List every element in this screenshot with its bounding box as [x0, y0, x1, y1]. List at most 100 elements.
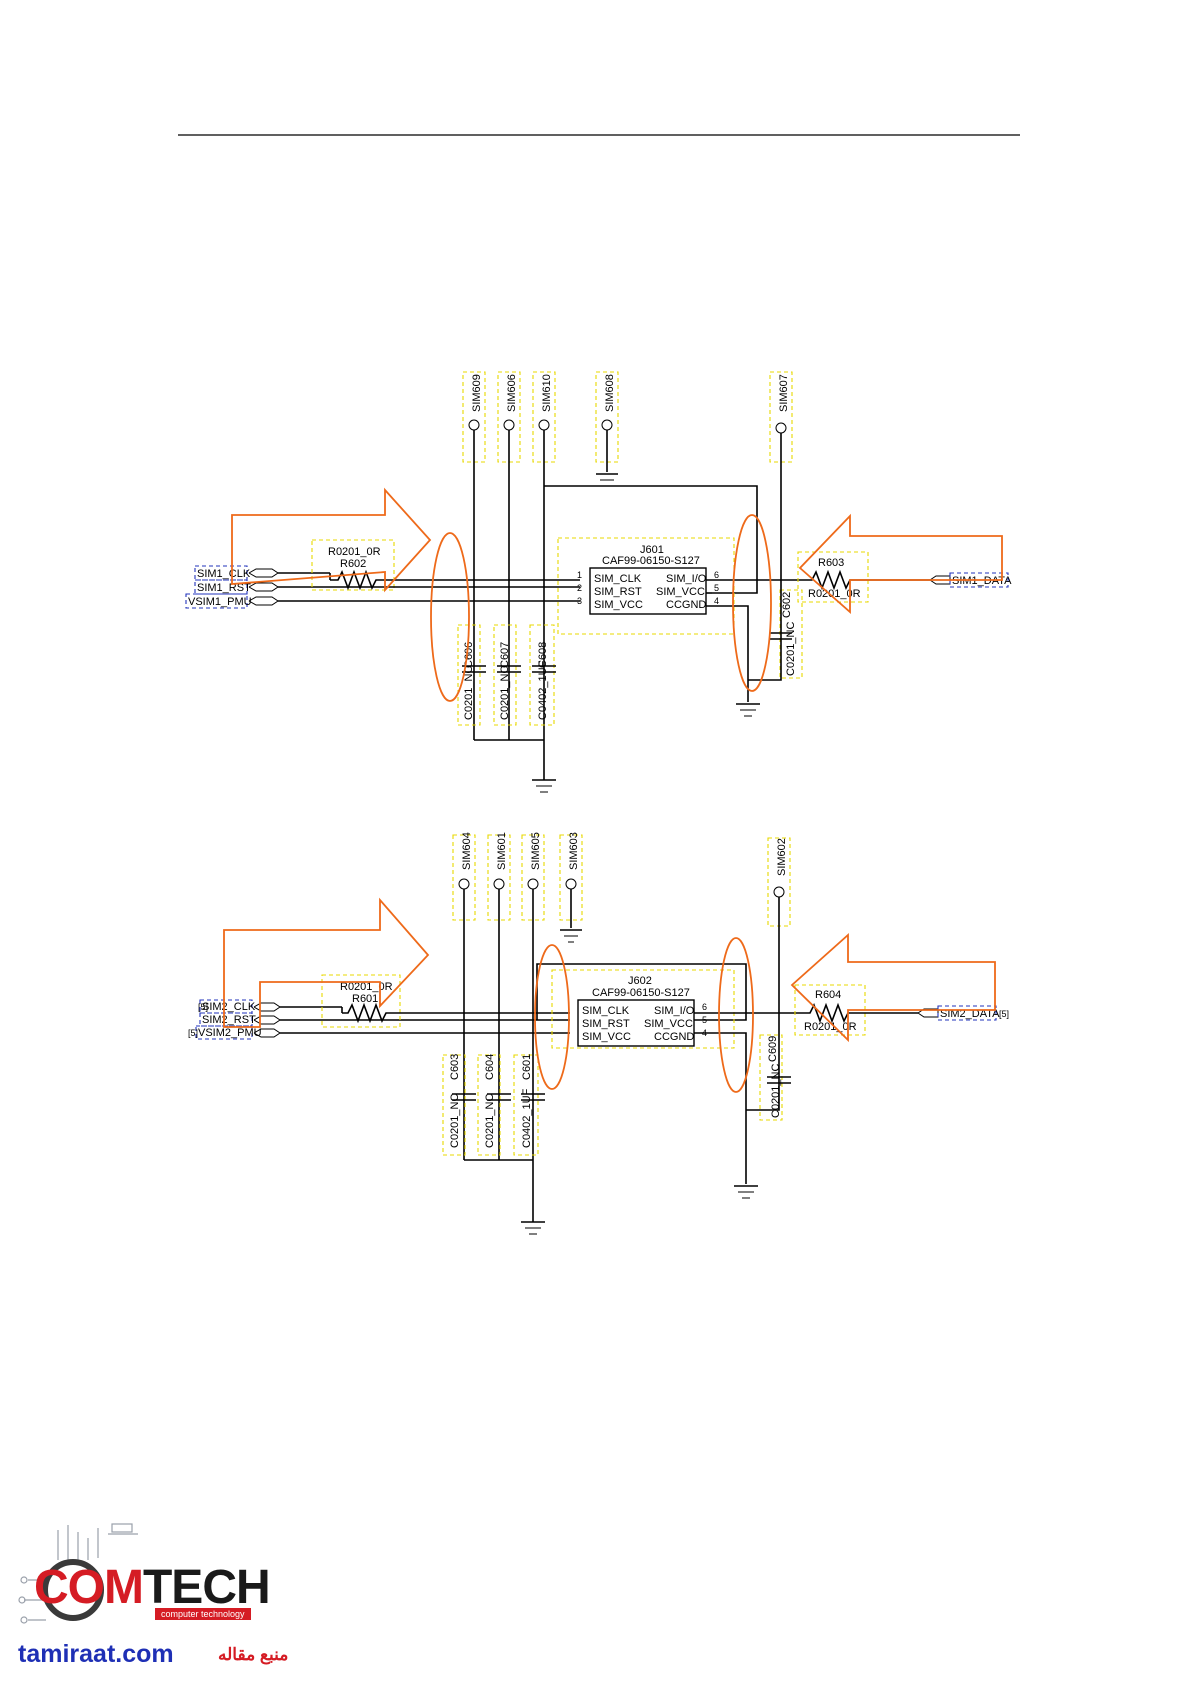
sim1-cap-value: C0201_NC [463, 666, 475, 720]
sim2-cap-ref: C603 [449, 1054, 461, 1080]
resistor-icon [800, 1002, 918, 1024]
sim2-cap-ref: C604 [484, 1054, 496, 1080]
sim2-connector-body [577, 999, 695, 1047]
sim2-pin-io: SIM_I/O [654, 1005, 695, 1017]
resistor-icon [800, 569, 930, 591]
sim2-cap-value: C0201_NC [449, 1094, 461, 1148]
annotation-ellipse [732, 514, 772, 692]
comtech-brand: COMTECH [34, 1560, 271, 1615]
sim2-caps: C603 C604 C601 C609 C0201_NC C0201_NC C0… [442, 1034, 791, 1156]
annotation-ellipse [718, 937, 754, 1093]
tp-circle-icon [601, 419, 613, 431]
ground-icon [736, 703, 760, 717]
pin-num: 3 [577, 596, 582, 606]
sim2-net-vcc: VSIM2_PMU [198, 1027, 262, 1039]
tp-circle-icon [468, 419, 480, 431]
annotation-arrow-left-icon [798, 513, 1003, 614]
sim1-cap-value: C0402_1UF [537, 660, 549, 720]
sim1-r-right-value: R0201_0R [808, 588, 861, 600]
sim1-net-clk: SIM1_CLK [197, 568, 251, 580]
sim1-tp-0: SIM609 [471, 374, 483, 412]
ground-icon [521, 1221, 545, 1235]
sim1-pin-io: SIM_I/O [666, 573, 707, 585]
sim1-net-rst: SIM1_RST [197, 582, 251, 594]
annotation-arrow-right-icon [223, 897, 430, 1028]
sim2-pin-clk: SIM_CLK [582, 1005, 630, 1017]
sim2-cap-value: C0201_NC [484, 1094, 496, 1148]
sim2-net-clk: SIM2_CLK [202, 1001, 256, 1013]
tp-circle-icon [565, 878, 577, 890]
sim1-tp-2: SIM610 [541, 374, 553, 412]
tp-circle-icon [773, 886, 785, 898]
sim1-net-vcc: VSIM1_PMU [188, 596, 252, 608]
sim2-sheet-ref: [5] [999, 1009, 1009, 1019]
pin-num: 6 [702, 1002, 707, 1012]
sim1-testpoints: SIM609 SIM606 SIM610 SIM608 SIM607 [462, 371, 793, 463]
sim1-pin-clk: SIM_CLK [594, 573, 642, 585]
tp-circle-icon [527, 878, 539, 890]
tp-circle-icon [458, 878, 470, 890]
sim1-pin-rst: SIM_RST [594, 586, 642, 598]
sim1-section: SIM609 SIM606 SIM610 SIM608 SIM607 [185, 371, 1012, 793]
sim1-tp-1: SIM606 [506, 374, 518, 412]
pin-num: 5 [714, 583, 719, 593]
sim2-r-right-value: R0201_0R [804, 1021, 857, 1033]
sim2-sheet-ref: [5] [188, 1028, 198, 1038]
pin-num: 6 [714, 570, 719, 580]
brand-part-b: TECH [142, 1561, 271, 1614]
sim2-tp-1: SIM601 [496, 832, 508, 870]
pin-num: 4 [714, 596, 719, 606]
ground-icon [734, 1185, 758, 1199]
sim1-r-left-value: R0201_0R [328, 546, 381, 558]
ground-icon [596, 473, 618, 487]
sim1-cap-ref: C607 [499, 642, 511, 668]
sim2-pin-rst: SIM_RST [582, 1018, 630, 1030]
sim2-sheet-ref: [5] [198, 1002, 208, 1012]
sim1-cap-ref: C608 [537, 642, 549, 668]
sim2-net-data: SIM2_DATA [940, 1008, 1000, 1020]
sim2-net-rst: SIM2_RST [202, 1014, 256, 1026]
sim2-cap-ref: C609 [767, 1036, 779, 1062]
sim1-cap-value: C0201_NC [499, 666, 511, 720]
sim2-r-right-ref: R604 [815, 989, 841, 1001]
sim2-tp-2: SIM605 [530, 832, 542, 870]
sim2-pin-gnd: CCGND [654, 1031, 694, 1043]
sim2-connector-ref: J602 [628, 975, 652, 987]
tp-circle-icon [538, 419, 550, 431]
sim1-connector-part: CAF99-06150-S127 [602, 555, 700, 567]
site-url[interactable]: tamiraat.com [18, 1640, 174, 1668]
sim2-net-labels: [5] [5] SIM2_CLK SIM2_RST VSIM2_PMU [188, 999, 262, 1040]
brand-tagline: computer technology [155, 1608, 251, 1620]
sim2-cap-ref: C601 [521, 1054, 533, 1080]
resistor-icon [342, 1002, 570, 1024]
ground-icon [532, 779, 556, 793]
sim2-pin-vcc: SIM_VCC [582, 1031, 631, 1043]
sim1-pin-vcc: SIM_VCC [594, 599, 643, 611]
sim1-pin-vcc2: SIM_VCC [656, 586, 705, 598]
sim2-section: SIM604 SIM601 SIM605 SIM603 SIM602 [188, 832, 1009, 1235]
sim1-tp-3: SIM608 [604, 374, 616, 412]
pin-num: 1 [577, 570, 582, 580]
sim2-tp-3: SIM603 [568, 832, 580, 870]
sim2-pin-vcc2: SIM_VCC [644, 1018, 693, 1030]
sim2-tp-0: SIM604 [461, 832, 473, 870]
tp-circle-icon [503, 419, 515, 431]
sim2-testpoints: SIM604 SIM601 SIM605 SIM603 SIM602 [452, 832, 791, 927]
sim1-pin-gnd: CCGND [666, 599, 706, 611]
sim2-tp-4: SIM602 [776, 838, 788, 876]
ground-icon [560, 929, 582, 943]
sim1-r-right-ref: R603 [818, 557, 844, 569]
sim1-connector-ref: J601 [640, 544, 664, 556]
sim1-tp-4: SIM607 [778, 374, 790, 412]
sim2-connector-part: CAF99-06150-S127 [592, 987, 690, 999]
sim1-cap-ref: C606 [463, 642, 475, 668]
annotation-arrow-right-icon [231, 487, 432, 593]
sim1-connector-body [589, 567, 707, 615]
tp-circle-icon [493, 878, 505, 890]
sim1-cap-value: C0201_NC [785, 622, 797, 676]
sim2-r-left-ref: R601 [352, 993, 378, 1005]
sim1-cap-ref: C602 [781, 592, 793, 618]
pin-num: 2 [577, 583, 582, 593]
sim1-net-data: SIM1_DATA [952, 575, 1012, 587]
